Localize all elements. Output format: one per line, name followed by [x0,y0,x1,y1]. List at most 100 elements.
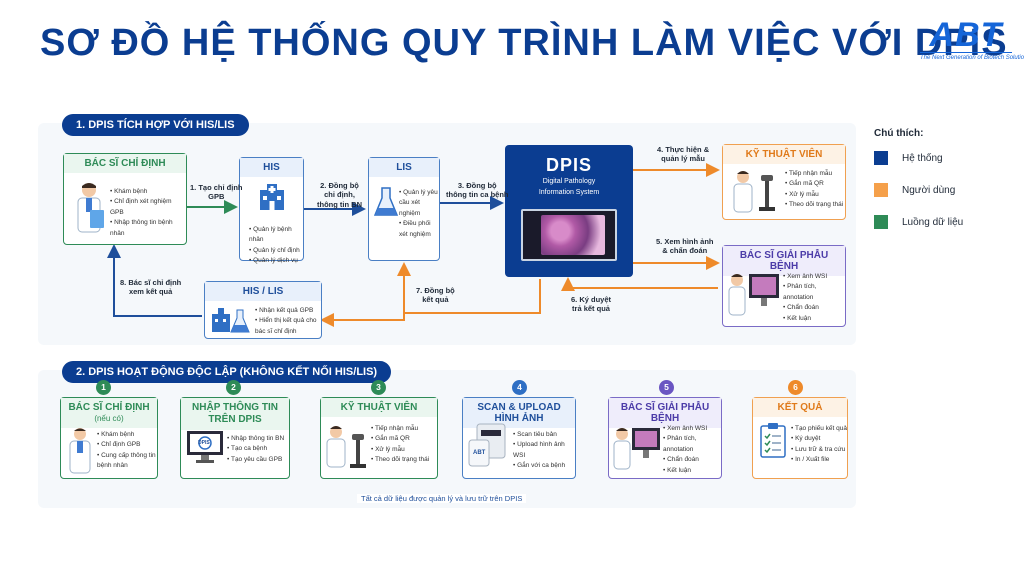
s2-scan-items: Scan tiêu bản Upload hình ảnh WSI Gắn vớ… [513,430,575,472]
step-2-line-3: thông tin BN [317,200,362,209]
step-number-2: 2 [226,380,241,395]
lab-flask-icon [374,186,398,218]
legend: Chú thích: Hệ thống Người dùng Luồng dữ … [874,128,963,247]
s2-doctor-title-2: (nếu có) [63,414,155,424]
s2-patho-item: Phân tích, annotation [663,434,721,455]
s2-tech-item: Gắn mã QR [371,434,429,444]
step-5-label: 5. Xem hình ảnh & chẩn đoán [656,237,714,256]
clipboard-checklist-icon [759,422,787,458]
s2-monitor-label: DPIS [198,440,210,446]
monitor-icon [186,430,224,464]
step-3-line-1: 3. Đồng bộ [446,181,509,190]
his-item: Quản lý dịch vụ [249,256,303,266]
technician-item: Xử lý mẫu [785,190,843,200]
s2-input-item: Tạo ca bệnh [227,444,284,454]
pathologist-item: Kết luận [783,314,845,324]
s2-result-item: Lưu trữ & tra cứu [791,445,847,455]
his-lis-title: HIS / LIS [205,282,321,301]
step-1-label: 1. Tạo chỉ định GPB [190,183,243,202]
monitor-icon [521,209,617,261]
his-item: Quản lý bệnh nhân [249,225,303,246]
pathologist-monitor-icon [727,266,781,322]
s2-scanner-label: ABT [473,450,485,456]
s2-scan-item: Upload hình ảnh WSI [513,440,575,461]
step-2-line-2: chỉ định, [317,190,362,199]
technician-title: KỸ THUẬT VIÊN [723,145,845,164]
legend-label: Luồng dữ liệu [902,217,963,228]
his-items: Quản lý bệnh nhân Quản lý chỉ định Quản … [249,225,303,267]
technician-microscope-icon [324,420,368,474]
step-4-line-1: 4. Thực hiện & [657,145,709,154]
lis-box: LIS Quản lý yêu cầu xét nghiệm Điều phối… [368,157,440,261]
s2-tech-items: Tiếp nhận mẫu Gắn mã QR Xử lý mẫu Theo d… [371,424,429,466]
s2-patho-box: BÁC SĨ GIẢI PHẪU BỆNH Xem ảnh WSI Phân t… [608,397,722,479]
s2-input-title-2: TRÊN DPIS [183,414,287,426]
s2-input-title-1: NHẬP THÔNG TIN [183,402,287,414]
s2-input-item: Nhập thông tin BN [227,434,284,444]
legend-swatch [874,183,888,197]
section2-heading: 2. DPIS HOẠT ĐỘNG ĐỘC LẬP (KHÔNG KẾT NỐI… [62,361,391,383]
doctor-item: Chỉ định xét nghiệm GPB [110,197,186,218]
doctor-items: Khám bệnh Chỉ định xét nghiệm GPB Nhập t… [110,187,186,239]
his-lis-item: Hiển thị kết quả cho bác sĩ chỉ định [255,316,321,337]
pathologist-monitor-icon [612,420,662,474]
lis-item: Quản lý yêu cầu xét nghiệm [399,188,441,219]
step-5-line-2: & chẩn đoán [656,246,714,255]
step-6-label: 6. Ký duyệt trả kết quả [571,295,611,314]
s2-result-item: Tạo phiếu kết quả [791,424,847,434]
his-lis-icon [211,304,251,334]
step-number-1: 1 [96,380,111,395]
step-2-label: 2. Đồng bộ chỉ định, thông tin BN [317,181,362,209]
legend-item-user: Người dùng [874,183,963,197]
pathologist-item: Xem ảnh WSI [783,272,845,282]
pathologist-items: Xem ảnh WSI Phân tích, annotation Chẩn đ… [783,272,845,324]
s2-patho-item: Chẩn đoán [663,455,721,465]
step-number-3: 3 [371,380,386,395]
s2-doctor-title: BÁC SĨ CHỈ ĐỊNH (nếu có) [61,398,157,428]
tissue-slide-image [541,215,605,255]
s2-scan-item: Gắn với ca bệnh [513,461,575,471]
his-title: HIS [240,158,303,177]
lis-item: Điều phối xét nghiệm [399,219,441,240]
s2-tech-box: KỸ THUẬT VIÊN Tiếp nhận mẫu Gắn mã QR Xử… [320,397,438,479]
s2-doctor-item: Khám bệnh [97,430,157,440]
step-1-line-2: GPB [190,192,243,201]
s2-scan-item: Scan tiêu bản [513,430,575,440]
s2-input-items: Nhập thông tin BN Tạo ca bệnh Tạo yêu cầ… [227,434,284,465]
s2-input-box: NHẬP THÔNG TIN TRÊN DPIS DPIS Nhập thông… [180,397,290,479]
s2-tech-item: Xử lý mẫu [371,445,429,455]
lis-title: LIS [369,158,439,177]
step-number-5: 5 [659,380,674,395]
s2-tech-item: Tiếp nhận mẫu [371,424,429,434]
step-8-line-1: 8. Bác sĩ chỉ định [120,278,181,287]
s2-scan-box: SCAN & UPLOAD HÌNH ẢNH ABT Scan tiêu bản… [462,397,576,479]
pathologist-item: Phân tích, annotation [783,282,845,303]
section2-panel [38,370,856,508]
technician-item: Tiếp nhận mẫu [785,169,843,179]
s2-patho-item: Xem ảnh WSI [663,424,721,434]
legend-item-system: Hệ thống [874,151,963,165]
s2-result-items: Tạo phiếu kết quả Ký duyệt Lưu trữ & tra… [791,424,847,466]
s2-doctor-items: Khám bệnh Chỉ định GPB Cung cấp thông ti… [97,430,157,472]
arrow-step-7b [322,313,404,320]
his-box: HIS Quản lý bệnh nhân Quản lý chỉ định Q… [239,157,304,261]
s2-result-title: KẾT QUẢ [753,398,847,417]
step-4-line-2: quản lý mẫu [657,154,709,163]
doctor-item: Khám bệnh [110,187,186,197]
step-1-line-1: 1. Tạo chỉ định [190,183,243,192]
legend-swatch [874,215,888,229]
technician-microscope-icon [729,165,779,217]
step-4-label: 4. Thực hiện & quản lý mẫu [657,145,709,164]
step-number-6: 6 [788,380,803,395]
legend-item-dataflow: Luồng dữ liệu [874,215,963,229]
pathologist-item: Chẩn đoán [783,303,845,313]
his-item: Quản lý chỉ định [249,246,303,256]
step-6-line-2: trả kết quả [571,304,611,313]
dpis-title: DPIS [505,155,633,176]
s2-doctor-box: BÁC SĨ CHỈ ĐỊNH (nếu có) Khám bệnh Chỉ đ… [60,397,158,479]
s2-doctor-item: Chỉ định GPB [97,440,157,450]
s2-patho-item: Kết luận [663,466,721,476]
technician-items: Tiếp nhận mẫu Gắn mã QR Xử lý mẫu Theo d… [785,169,843,211]
step-7-line-2: kết quả [416,295,455,304]
legend-label: Hệ thống [902,153,943,164]
